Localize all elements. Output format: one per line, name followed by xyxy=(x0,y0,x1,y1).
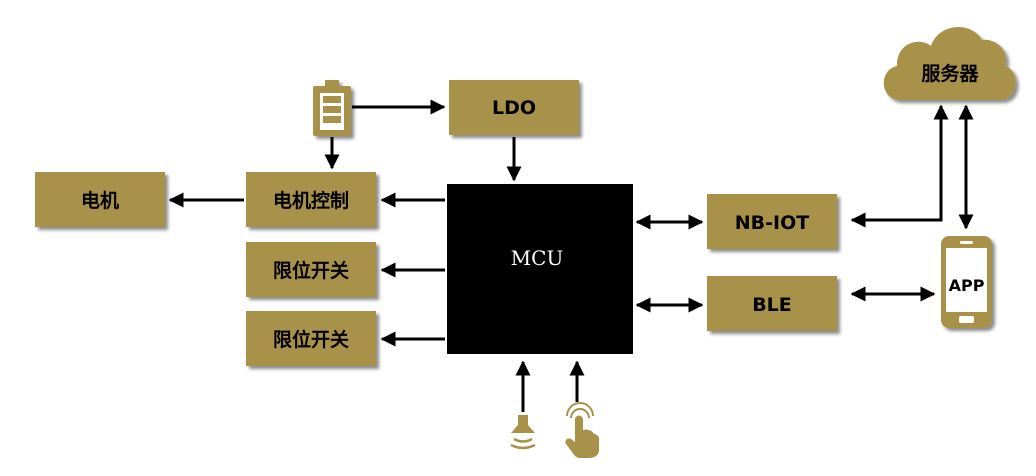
battery-icon xyxy=(313,80,351,136)
cloud-icon: 服务器 xyxy=(883,27,1016,100)
block-motor-control: 电机控制 xyxy=(246,172,376,227)
block-limit-switch-2: 限位开关 xyxy=(246,311,376,366)
buzzer-icon xyxy=(510,415,536,450)
touch-icon xyxy=(565,402,600,458)
block-nbiot-label: NB-IOT xyxy=(735,212,809,234)
connections xyxy=(168,99,974,412)
block-mcu: MCU xyxy=(447,184,633,354)
server-label: 服务器 xyxy=(921,62,979,85)
block-mcu-label: MCU xyxy=(511,246,564,270)
block-ble-label: BLE xyxy=(752,294,792,316)
block-ldo-label: LDO xyxy=(492,97,536,119)
phone-icon: APP xyxy=(941,236,992,328)
block-motor-label: 电机 xyxy=(81,189,119,212)
block-ldo: LDO xyxy=(449,80,579,135)
block-limit-switch-1-label: 限位开关 xyxy=(273,259,349,282)
app-label: APP xyxy=(949,276,985,295)
block-motor: 电机 xyxy=(35,172,165,227)
arrow-nbiot-to-server xyxy=(850,104,949,228)
block-limit-switch-1: 限位开关 xyxy=(246,242,376,297)
block-ble: BLE xyxy=(707,276,837,331)
block-limit-switch-2-label: 限位开关 xyxy=(273,328,349,351)
block-nbiot: NB-IOT xyxy=(707,194,837,249)
block-motor-control-label: 电机控制 xyxy=(273,189,349,212)
